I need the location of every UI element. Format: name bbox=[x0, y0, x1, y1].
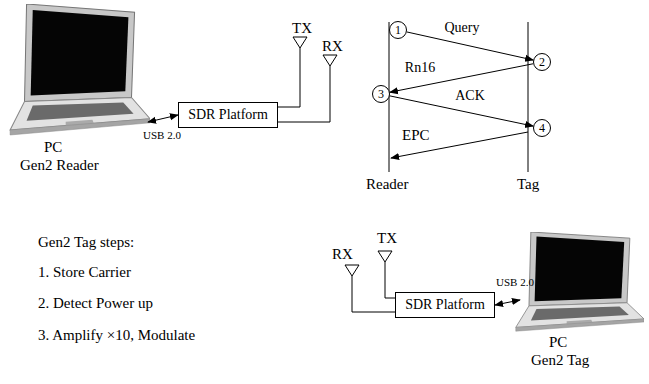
rx-antenna bbox=[323, 55, 337, 66]
lifeline-label: Reader bbox=[366, 176, 408, 193]
tx-antenna bbox=[378, 251, 392, 262]
link-label: USB 2.0 bbox=[143, 129, 181, 141]
message-label: ACK bbox=[453, 88, 487, 103]
callout-number: 3 bbox=[378, 88, 384, 100]
message-label: Query bbox=[443, 20, 482, 35]
device-label: Gen2 Reader bbox=[20, 157, 99, 174]
callout-number: 1 bbox=[395, 24, 401, 36]
sdr-platform-box: SDR Platform bbox=[178, 102, 278, 128]
sdr-platform-box: SDR Platform bbox=[395, 292, 495, 318]
step-heading: Gen2 Tag steps: bbox=[38, 234, 134, 251]
tx-antenna bbox=[293, 37, 307, 48]
box-text: SDR Platform bbox=[188, 107, 268, 123]
rx-antenna bbox=[345, 265, 359, 276]
step-text: 3. Amplify ×10, Modulate bbox=[38, 327, 195, 344]
rx-wire bbox=[278, 66, 330, 122]
rx-wire bbox=[352, 276, 395, 312]
message-arrow bbox=[407, 32, 533, 60]
device-label: PC bbox=[44, 139, 62, 156]
usb-cable bbox=[148, 115, 178, 122]
message-label: Rn16 bbox=[403, 60, 437, 75]
device-label: PC bbox=[549, 334, 567, 351]
step-circle: 1 bbox=[389, 21, 407, 39]
link-label: USB 2.0 bbox=[496, 276, 534, 288]
box-text: SDR Platform bbox=[405, 297, 485, 313]
tx-wire bbox=[385, 262, 395, 298]
callout-number: 2 bbox=[539, 56, 545, 68]
usb-cable bbox=[495, 300, 520, 305]
step-circle: 3 bbox=[372, 85, 390, 103]
antenna-label: TX bbox=[292, 20, 312, 37]
step-circle: 2 bbox=[533, 53, 551, 71]
lifeline-label: Tag bbox=[517, 176, 539, 193]
laptop-illustration bbox=[516, 232, 644, 331]
tag-lifeline bbox=[528, 22, 529, 172]
callout-number: 4 bbox=[539, 122, 545, 134]
message-label: EPC bbox=[402, 127, 430, 144]
device-label: Gen2 Tag bbox=[531, 352, 589, 369]
antenna-label: RX bbox=[322, 38, 343, 55]
step-text: 1. Store Carrier bbox=[38, 264, 131, 281]
antenna-label: RX bbox=[332, 246, 353, 263]
laptop-illustration bbox=[10, 4, 150, 135]
antenna-label: TX bbox=[377, 230, 397, 247]
step-text: 2. Detect Power up bbox=[38, 295, 153, 312]
step-circle: 4 bbox=[533, 119, 551, 137]
tx-wire bbox=[278, 48, 300, 107]
